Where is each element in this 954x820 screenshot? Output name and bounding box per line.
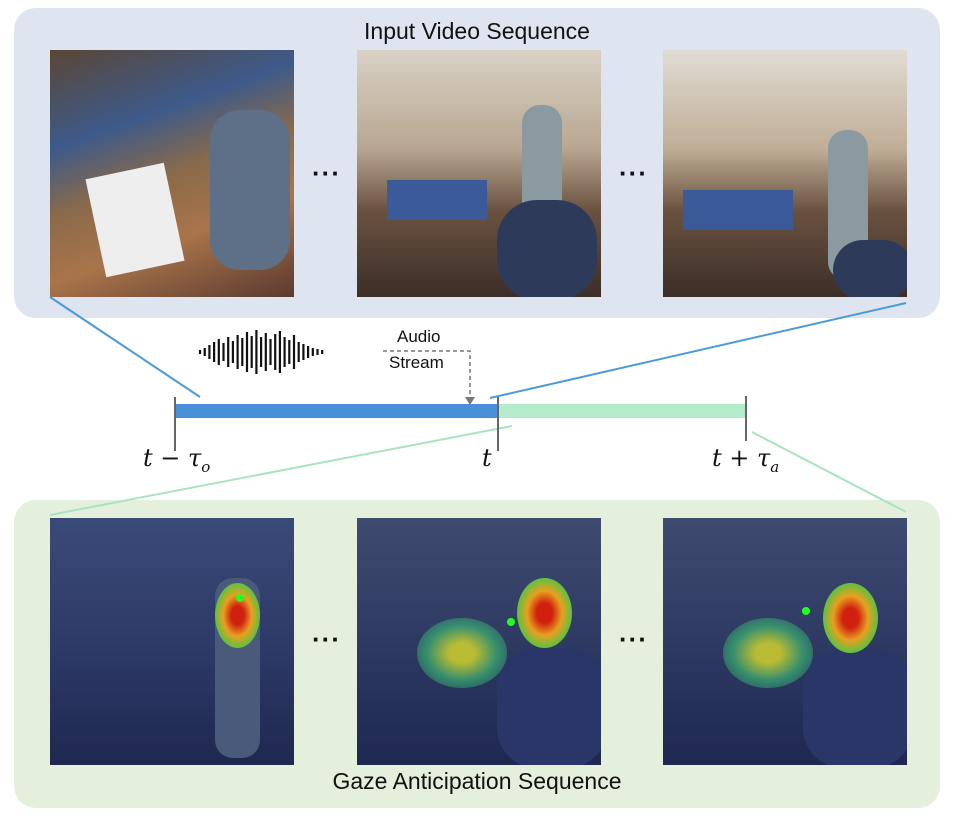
gaze-ellipsis-2: ··· [619, 624, 648, 654]
input-frame-2 [357, 50, 601, 297]
input-ellipsis-1: ··· [312, 158, 341, 188]
connector-bottom-right [751, 431, 907, 513]
gaze-point [236, 594, 244, 602]
connector-top-left [49, 296, 201, 398]
gaze-frame-1 [50, 518, 294, 765]
audio-label-line2: Stream [389, 353, 444, 372]
gaze-anticipation-title: Gaze Anticipation Sequence [332, 768, 622, 794]
gaze-frame-2 [357, 518, 601, 765]
audio-waveform-icon [198, 330, 324, 374]
gaze-heatmap [215, 583, 260, 648]
gaze-heatmap [823, 583, 878, 653]
gaze-heatmap-secondary [723, 618, 813, 688]
gaze-ellipsis-1: ··· [312, 624, 341, 654]
audio-arrow-head [465, 397, 475, 405]
gaze-point [802, 607, 810, 615]
input-ellipsis-2: ··· [619, 158, 648, 188]
timeline-end-label: t + τa [712, 444, 780, 476]
audio-label-line1: Audio [397, 327, 441, 346]
connector-bottom-left [49, 425, 513, 516]
audio-arrow [383, 350, 471, 398]
timeline-now-label: t [482, 444, 492, 472]
gaze-heatmap [517, 578, 572, 648]
future-bar [499, 404, 746, 418]
gaze-point [507, 618, 515, 626]
timeline-start-label: t − τo [143, 444, 211, 476]
input-frame-1 [50, 50, 294, 297]
gaze-frame-3 [663, 518, 907, 765]
observed-bar [175, 404, 498, 418]
connector-top-right [489, 302, 907, 399]
input-video-title: Input Video Sequence [364, 18, 590, 44]
input-frame-3 [663, 50, 907, 297]
gaze-heatmap-secondary [417, 618, 507, 688]
